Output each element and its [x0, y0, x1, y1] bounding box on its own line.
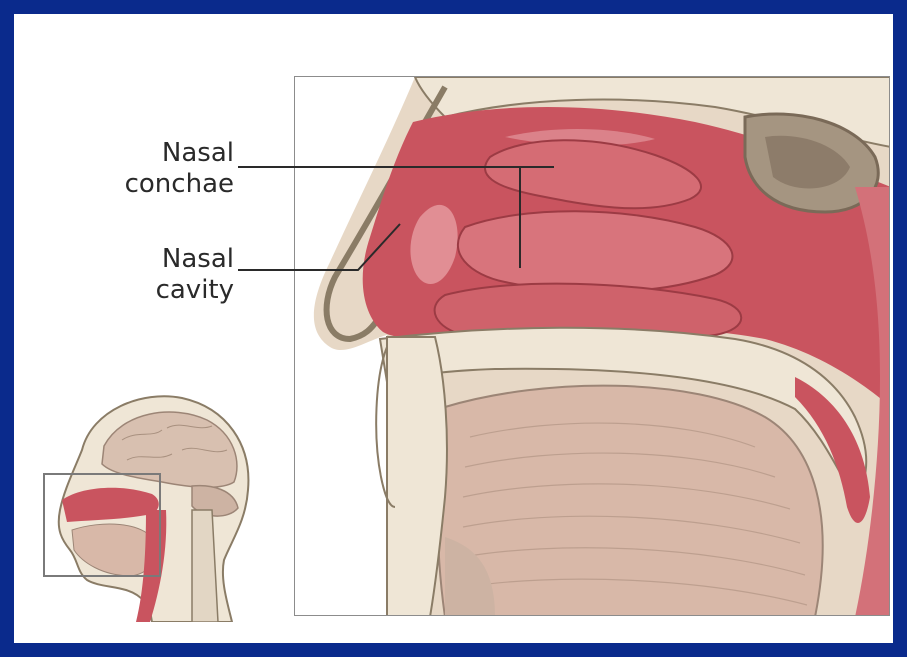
label-nasal-cavity-line2: cavity	[74, 275, 234, 306]
label-nasal-cavity-line1: Nasal	[74, 244, 234, 275]
nasal-cross-section-drawing	[295, 77, 890, 616]
label-nasal-conchae-line2: conchae	[74, 169, 234, 200]
head-sagittal-drawing	[42, 390, 256, 622]
nasal-cross-section-illustration	[294, 76, 890, 616]
label-nasal-conchae: Nasal conchae	[74, 138, 234, 200]
head-inset-illustration	[42, 390, 256, 622]
label-nasal-conchae-line1: Nasal	[74, 138, 234, 169]
label-nasal-cavity: Nasal cavity	[74, 244, 234, 306]
